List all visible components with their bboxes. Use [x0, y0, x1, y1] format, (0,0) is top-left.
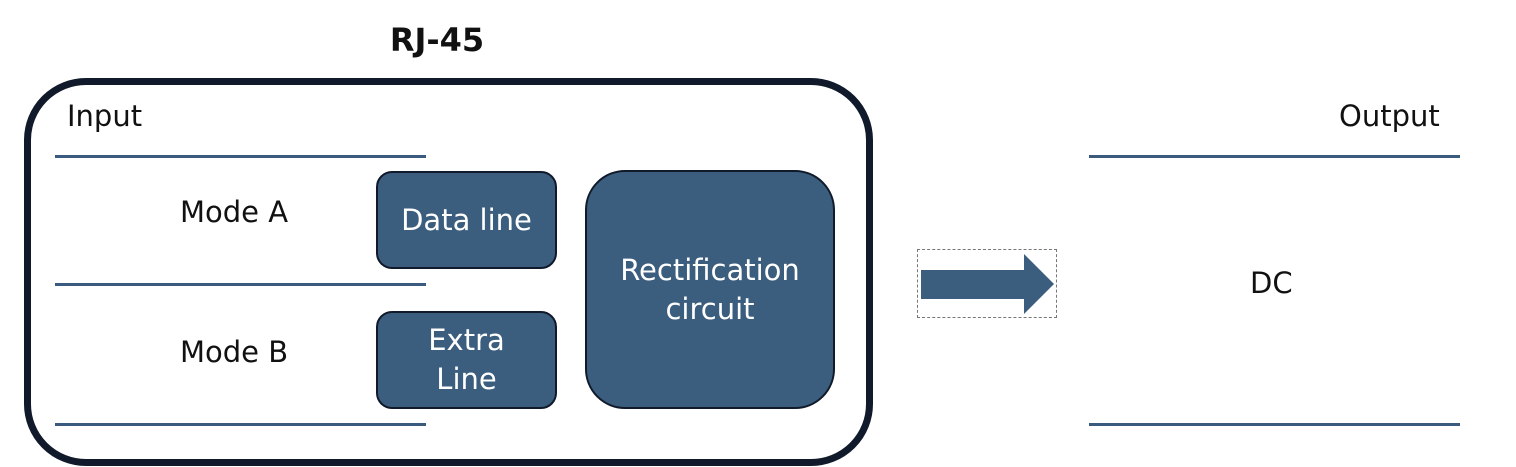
data-line-block: Data line — [376, 171, 557, 269]
diagram-title: RJ-45 — [389, 21, 485, 59]
mode-b-label: Mode B — [180, 335, 289, 369]
output-divider-top — [1089, 155, 1460, 158]
input-divider-bottom — [55, 423, 426, 426]
extra-line-label: Extra Line — [428, 323, 505, 396]
rectification-circuit-label: Rectification circuit — [620, 252, 800, 326]
rectification-circuit-block: Rectification circuit — [585, 170, 835, 409]
dc-label: DC — [1250, 266, 1293, 300]
data-line-label: Data line — [401, 202, 532, 237]
output-label: Output — [1339, 99, 1440, 133]
input-divider-top — [55, 155, 426, 158]
input-label: Input — [67, 99, 143, 133]
output-divider-bottom — [1089, 423, 1460, 426]
right-arrow-icon — [917, 249, 1057, 318]
extra-line-block: Extra Line — [376, 311, 557, 409]
mode-a-label: Mode A — [180, 195, 289, 229]
input-divider-middle — [55, 283, 426, 286]
